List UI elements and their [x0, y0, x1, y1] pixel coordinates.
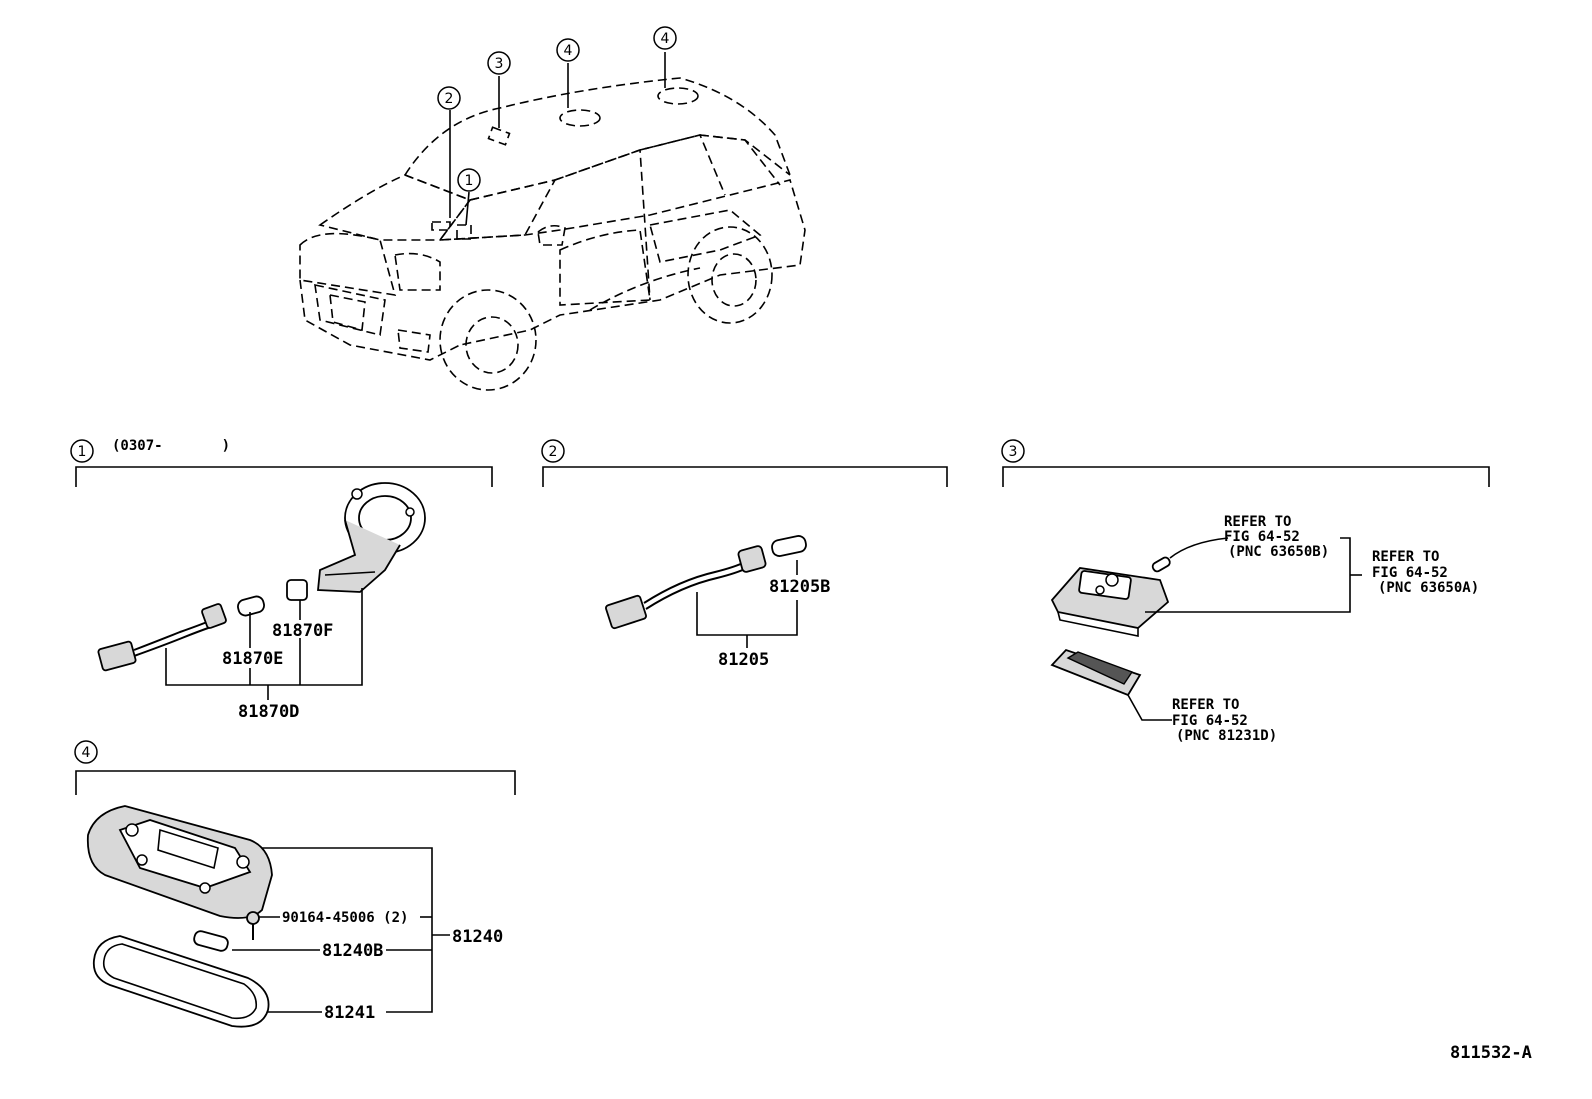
vehicle-illustration — [299, 52, 806, 391]
part-label-81240: 81240 — [452, 927, 503, 947]
svg-text:3: 3 — [495, 56, 504, 72]
car-callout-3: 3 — [487, 51, 511, 75]
bulb-81240B — [193, 930, 229, 952]
connector-harness-2 — [605, 545, 767, 630]
bulb-81870E — [237, 595, 265, 617]
car-callout-4-rear: 4 — [653, 26, 677, 50]
connector-harness — [97, 603, 227, 672]
part-label-81205B: 81205B — [769, 577, 830, 597]
section-2: 2 81205B 81205 — [541, 439, 948, 670]
ref-63650B-line3: (PNC 63650B) — [1228, 544, 1329, 560]
car-callout-4-front: 4 — [556, 38, 580, 62]
svg-text:1: 1 — [78, 444, 87, 460]
section-3: 3 REFER TO FIG 64-52 (PNC 63650B) REFER … — [1001, 439, 1490, 744]
svg-text:2: 2 — [549, 444, 558, 460]
car-callout-2: 2 — [437, 86, 461, 110]
lamp-holder — [317, 482, 426, 593]
section-1-date-range: (0307- ) — [112, 438, 230, 454]
part-label-81870D: 81870D — [238, 702, 299, 722]
part-label-90164-45006: 90164-45006 (2) — [282, 910, 408, 926]
ref-63650A-line2: FIG 64-52 — [1372, 565, 1448, 581]
section-1-badge — [70, 439, 94, 463]
section-1: 1 (0307- ) 81870F — [70, 438, 493, 722]
lens-81231D — [1050, 648, 1142, 697]
part-label-81240B: 81240B — [322, 941, 383, 961]
ref-81231D-line2: FIG 64-52 — [1172, 713, 1248, 729]
ref-81231D-line3: (PNC 81231D) — [1176, 728, 1277, 744]
ref-63650B-line2: FIG 64-52 — [1224, 529, 1300, 545]
section-4-badge — [74, 740, 98, 764]
ref-81231D-line1: REFER TO — [1172, 697, 1239, 713]
ref-63650A-line1: REFER TO — [1372, 549, 1439, 565]
screw-90164-45006 — [246, 911, 260, 940]
ref-63650A-line3: (PNC 63650A) — [1378, 580, 1479, 596]
socket-81870F — [286, 579, 308, 601]
svg-text:4: 4 — [82, 745, 91, 761]
svg-text:3: 3 — [1009, 444, 1018, 460]
drawing-id: 811532-A — [1450, 1043, 1532, 1063]
part-label-81870F: 81870F — [272, 621, 333, 641]
lens-81241 — [92, 935, 270, 1028]
ref-63650B-line1: REFER TO — [1224, 514, 1291, 530]
bulb-81205B — [771, 535, 807, 557]
part-label-81205: 81205 — [718, 650, 769, 670]
svg-text:1: 1 — [465, 173, 474, 189]
section-3-badge — [1001, 439, 1025, 463]
car-callout-1: 1 — [457, 168, 481, 192]
svg-text:4: 4 — [661, 31, 670, 47]
part-label-81870E: 81870E — [222, 649, 283, 669]
map-lamp-assembly — [1050, 567, 1170, 637]
section-4: 4 90164-45006 (2) 81240B — [74, 740, 516, 1028]
svg-text:4: 4 — [564, 43, 573, 59]
dome-lamp-housing — [86, 805, 273, 919]
part-label-81241: 81241 — [324, 1003, 375, 1023]
svg-text:2: 2 — [445, 91, 454, 107]
section-2-badge — [541, 439, 565, 463]
bulb-63650B — [1151, 537, 1229, 573]
